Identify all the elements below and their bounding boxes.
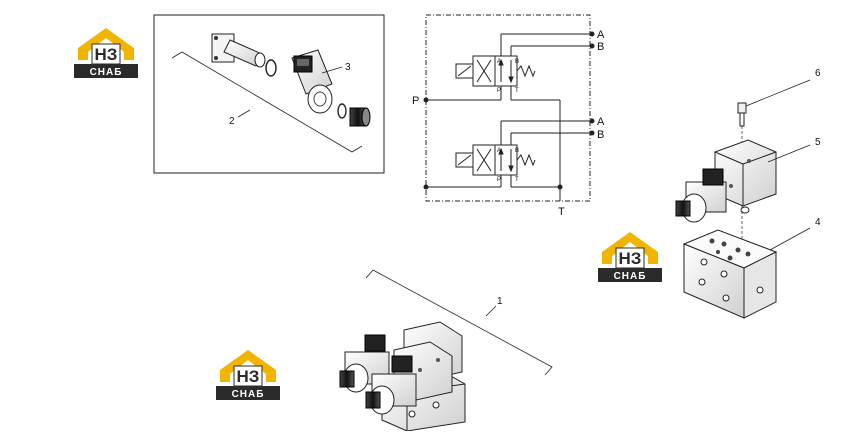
lower-port-b-label: B xyxy=(597,129,604,141)
port-p-label: P xyxy=(412,95,419,107)
o-ring-lower xyxy=(337,103,347,119)
assembly-bracket xyxy=(365,269,553,376)
upper-port-a-label: A xyxy=(597,29,605,41)
schematic-boundary xyxy=(425,14,591,202)
brand-logo-middle-right: НЗ СНАБ xyxy=(597,231,663,283)
upper-valve-b: B xyxy=(515,59,519,65)
o-ring-upper xyxy=(265,59,277,77)
port-t-label: T xyxy=(558,206,565,218)
upper-valve-t: T xyxy=(515,88,519,94)
logo-mark-text: НЗ xyxy=(237,367,260,386)
lower-valve-b: B xyxy=(515,148,519,154)
upper-valve-p: P xyxy=(497,88,501,94)
logo-caption-text: СНАБ xyxy=(90,67,123,78)
upper-valve-symbol xyxy=(455,33,592,100)
lower-valve-symbol xyxy=(455,120,592,187)
callout-3-label: 3 xyxy=(345,62,351,73)
upper-valve-a: A xyxy=(497,59,501,65)
lower-valve-p: P xyxy=(497,177,501,183)
logo-mark-text: НЗ xyxy=(95,45,118,64)
directional-valve-part xyxy=(675,139,777,223)
upper-port-b-label: B xyxy=(597,41,604,53)
schematic-labels: P T A B A B A B P T A B P T xyxy=(412,29,605,218)
logo-mark-text: НЗ xyxy=(619,249,642,268)
lower-valve-a: A xyxy=(497,148,501,154)
callout-1-label: 1 xyxy=(497,296,503,307)
callout-2-label: 2 xyxy=(229,116,235,127)
hydraulic-schematic xyxy=(423,14,595,202)
bracket-line xyxy=(171,51,363,153)
logo-caption-text: СНАБ xyxy=(614,271,647,282)
brand-logo-top-left: НЗ СНАБ xyxy=(73,27,139,79)
detail-frame xyxy=(153,14,385,174)
leader-line-5 xyxy=(767,144,811,163)
valve-assembly xyxy=(339,321,466,432)
lower-valve-t: T xyxy=(515,177,519,183)
knurled-nut xyxy=(349,107,371,127)
brand-logo-bottom-left: НЗ СНАБ xyxy=(215,349,281,401)
manifold-block-part xyxy=(682,229,778,319)
callout-4-label: 4 xyxy=(815,217,821,228)
leader-line-4 xyxy=(769,227,811,251)
leader-line-2 xyxy=(237,109,251,118)
leader-line-3 xyxy=(321,66,343,74)
callout-6-label: 6 xyxy=(815,68,821,79)
logo-caption-text: СНАБ xyxy=(232,389,265,400)
cartridge-tube xyxy=(211,33,266,68)
lower-port-a-label: A xyxy=(597,116,605,128)
callout-5-label: 5 xyxy=(815,137,821,148)
solenoid-detail-panel: 2 3 xyxy=(153,14,385,174)
leader-line-1 xyxy=(485,305,497,317)
leader-line-6 xyxy=(745,79,811,107)
solenoid-coil xyxy=(291,49,333,114)
